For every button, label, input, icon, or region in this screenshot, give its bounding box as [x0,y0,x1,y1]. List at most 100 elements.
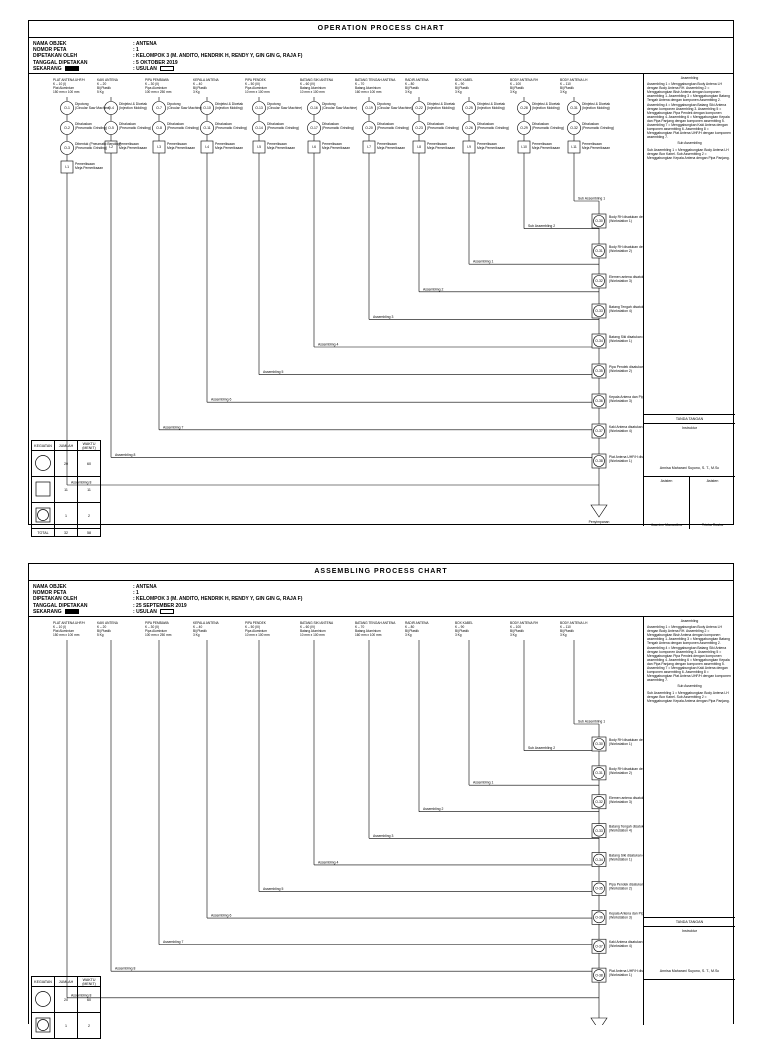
assembly-event: Body RH disatukan dengan Box Kabel [609,245,643,249]
component-dim: 3 Kg [455,90,462,94]
operation-code: O-11 [203,126,210,130]
operation-symbol [200,121,214,135]
assembly-code: O-30 [595,219,603,223]
storage-symbol [590,504,608,518]
operation-symbol [593,305,605,317]
component-dim: 3 Kg [560,90,567,94]
component-name: BODY ANTENA LH [560,78,588,82]
operation-code: O-4 [108,106,114,110]
assembly-code: O-38 [595,459,603,463]
component-code: K – 60 (IV) [300,82,315,86]
component-dim: 160 mm x 100 mm [355,90,382,94]
assembly-label: Assembling 3 [373,834,393,838]
component-dim: 3 Kg [560,633,567,637]
component-name: BODY ANTENA RH [510,78,539,82]
assembly-label: Assembling 7 [163,425,183,429]
operation-code: O-2 [64,126,70,130]
workstation-label: (Workstation 1) [609,742,632,746]
component-code: K – 10 (I) [53,82,66,86]
inspection-label: Meja Pemeriksaan [267,146,295,150]
sekarang-label: SEKARANG [33,66,133,72]
inspection-label: Meja Pemeriksaan [322,146,350,150]
component-spec: Plat Aluminium [53,86,74,90]
operation-symbol [307,121,321,135]
apc-flow-diagram: PLAT ANTENA UHF/HK – 10 (I)Plat Aluminiu… [53,621,643,1025]
operation-label: Dihaluskan [477,122,494,126]
assembly-event: Plat Antena UHF/H disatukan dengan rangk… [609,455,643,459]
operation-label: Dihaluskan [119,122,136,126]
workstation-label: (Workstation 3) [609,800,632,804]
inspection-symbol [307,140,321,154]
operation-symbol [593,335,605,347]
operation-process-chart: OPERATION PROCESS CHART NAMA OBJEK: ANTE… [28,20,735,537]
operation-symbol [517,101,531,115]
assembly-event: Kaki Antena disatukan dengan rangkaian a… [609,940,643,944]
workstation-label: (Workstation 1) [609,858,632,862]
operation-label: (Injection Molding) [582,106,610,110]
operation-symbol [593,215,605,227]
operation-code: O-10 [203,106,211,110]
operation-label: (Circular Saw Machine) [377,106,412,110]
component-name: PLAT ANTENA UHF/H [53,78,85,82]
operation-label: Diinjeksi & Dicetak [532,102,560,106]
inspection-label: Pemeriksaan [119,142,139,146]
operation-symbol [104,101,118,115]
operation-symbol [152,101,166,115]
operation-symbol [152,121,166,135]
component-code: K – 110 [560,625,571,629]
component-code: K – 70 [355,82,364,86]
operation-label: (Pneumatic Grinding) [582,126,614,130]
operation-label: (Circular Saw Machine) [267,106,302,110]
assembly-label: Assembling 8 [115,967,135,971]
component-spec: Bij Plastik [455,86,469,90]
assembly-event: Pipa Pendek disatukan dengan rangkaian a… [609,365,643,369]
inspection-code: I-2 [109,145,113,149]
operation-symbol-cell [31,450,55,477]
component-spec: Pipa Aluminium [145,86,167,90]
operation-label: (Injection Molding) [477,106,505,110]
operation-symbol [60,121,74,135]
inspection-symbol [517,140,531,154]
usulan-box-2 [159,608,174,614]
operation-symbol [593,738,605,750]
operation-label: (Pneumatic Grinding) [377,126,409,130]
inspection-label: Pemeriksaan [322,142,342,146]
assembly-code: O-35 [595,369,603,373]
workstation-label: (Workstation 2) [609,771,632,775]
assembly-code: O-32 [595,800,603,804]
operation-code: O-13 [255,106,263,110]
component-name: PLAT ANTENA UHF/H [53,621,85,625]
inspection-label: Pemeriksaan [267,142,287,146]
component-dim: 3 Kg [510,90,517,94]
inspection-code: I-3 [157,145,161,149]
chart-title: OPERATION PROCESS CHART [29,21,733,38]
assembly-event: Plat Antena UHF/H disatukan dengan rangk… [609,969,643,973]
assembly-event: Elemen antena disatukan dengan rangkaian… [609,796,643,800]
inspection-label: Pemeriksaan [477,142,497,146]
inspection-label: Pemeriksaan [167,142,187,146]
inspection-label: Meja Pemeriksaan [119,146,147,150]
signature-block: TANDA TANGAN Instruktur Annisa Maharani … [643,414,735,529]
component-code: K – 110 [560,82,571,86]
assembly-code: O-36 [595,399,603,403]
component-code: K – 60 (IV) [300,625,315,629]
inspection-symbol [152,140,166,154]
operation-label: Diinjeksi & Dicetak [119,102,147,106]
component-code: K – 80 [405,625,414,629]
operation-label: (Pneumatic Grinding) [75,126,107,130]
sekarang-box-2 [64,608,79,614]
operation-label: Dihaluskan [167,122,184,126]
operation-label: (Pneumatic Grinding) [119,126,151,130]
operation-label: (Injection Molding) [532,106,560,110]
assembly-event: Kepala Antena dan Pipa Panjang disatukan… [609,911,643,915]
component-code: K – 10 (I) [53,625,66,629]
assembly-label: Sub Assembling 1 [578,197,605,201]
workstation-label: (Workstation 1) [609,973,632,977]
